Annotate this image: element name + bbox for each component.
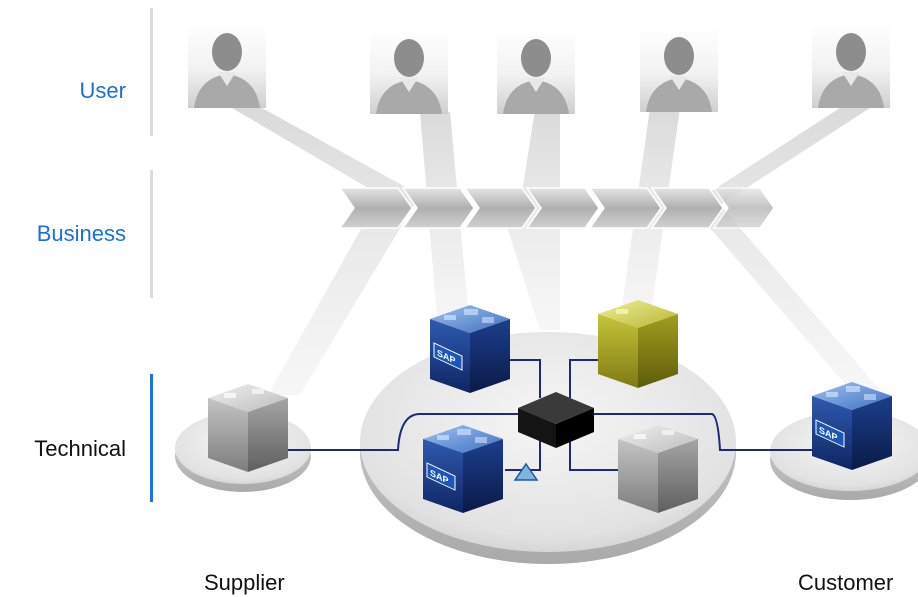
connector-hub-sap-bottom — [505, 432, 541, 471]
site-label-customer: Customer — [798, 570, 894, 595]
customer-sap-cube-icon: SAP — [812, 382, 892, 470]
beam-customer — [690, 108, 880, 390]
user-avatar-1 — [188, 22, 266, 108]
sap-system-cube-icon-top: SAP — [430, 305, 510, 393]
connector-sap-top-hub — [510, 359, 541, 398]
layer-bar-business — [150, 170, 153, 298]
connector-supplier-hub — [285, 413, 520, 451]
process-step-7 — [712, 187, 775, 229]
site-label-supplier: Supplier — [204, 570, 285, 595]
process-step-5 — [588, 187, 662, 229]
connector-hub-customer — [592, 413, 815, 451]
process-step-2 — [401, 187, 475, 229]
connector-hub-grey — [569, 430, 622, 471]
layer-bar-technical — [150, 374, 153, 502]
layer-bar-user — [150, 8, 153, 136]
beam-user3 — [500, 110, 560, 330]
layer-label-business: Business — [36, 221, 126, 246]
process-step-6 — [650, 187, 724, 229]
user-avatar-3 — [497, 28, 575, 114]
olive-system-cube-icon — [598, 300, 678, 388]
beam-supplier — [232, 108, 420, 395]
layer-label-technical: Technical — [34, 436, 126, 461]
user-avatar-4 — [640, 26, 718, 112]
grey-system-cube-icon — [618, 425, 698, 513]
connector-lines — [285, 359, 815, 471]
user-avatar-5 — [812, 22, 890, 108]
process-step-1 — [338, 187, 413, 229]
process-chevrons — [338, 187, 775, 229]
supplier-system-cube-icon — [208, 384, 288, 472]
user-avatar-2 — [370, 28, 448, 114]
sap-system-cube-icon-bottom: SAP — [423, 425, 503, 513]
process-step-3 — [463, 187, 537, 229]
layer-label-user: User — [79, 78, 126, 103]
integration-hub-icon — [518, 392, 594, 448]
user-row — [188, 22, 890, 114]
process-step-4 — [525, 187, 600, 229]
connector-olive-hub — [569, 359, 602, 398]
triangle-warning-icon — [513, 462, 539, 481]
